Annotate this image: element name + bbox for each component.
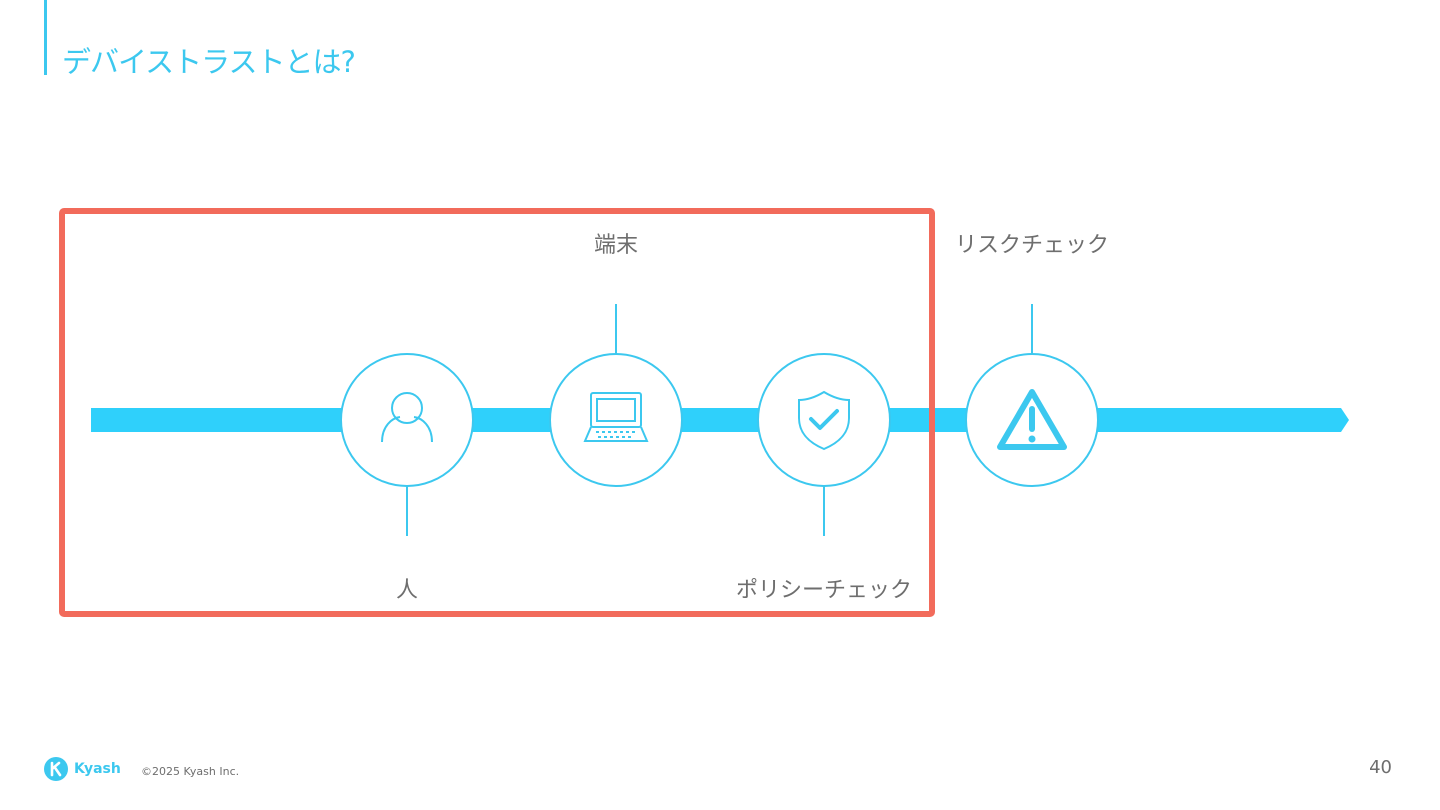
node-policy-circle xyxy=(757,353,891,487)
label-device: 端末 xyxy=(593,233,639,258)
page-number: 40 xyxy=(1369,757,1392,778)
highlight-frame xyxy=(59,208,935,617)
laptop-icon xyxy=(583,392,649,442)
warning-icon xyxy=(997,389,1067,450)
flow-arrow xyxy=(91,408,1349,432)
title-accent-bar xyxy=(44,0,47,75)
shield-check-icon xyxy=(798,390,850,451)
label-risk-check: リスクチェック xyxy=(954,233,1110,258)
label-person: 人 xyxy=(395,578,419,603)
person-icon xyxy=(381,392,433,443)
node-person-circle xyxy=(340,353,474,487)
copyright-text: ©2025 Kyash Inc. xyxy=(141,765,240,778)
brand-name: Kyash xyxy=(74,761,121,777)
slide-title: デバイストラストとは? xyxy=(62,45,356,79)
label-policy-check: ポリシーチェック xyxy=(735,578,913,603)
kyash-logo-icon xyxy=(44,757,68,781)
kyash-logo: Kyash xyxy=(44,757,121,781)
